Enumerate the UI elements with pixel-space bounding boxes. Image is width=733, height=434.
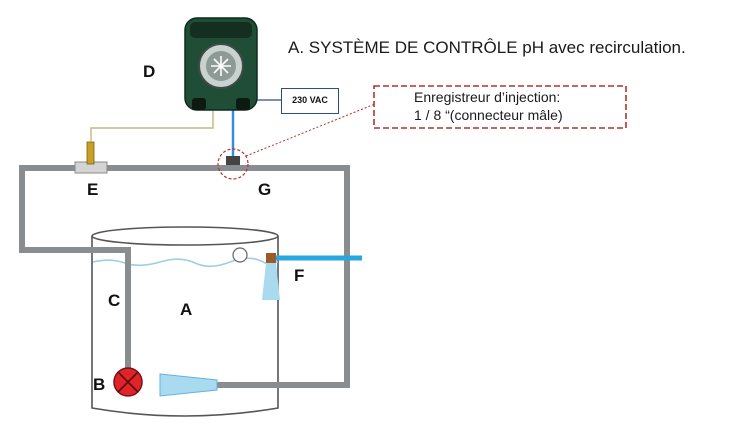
label-g: G [258, 180, 272, 199]
label-e: E [87, 180, 99, 199]
probe-cable [90, 108, 214, 142]
injection-label-line2: 1 / 8 “(connecteur mâle) [414, 107, 563, 123]
inlet-spray [262, 263, 280, 300]
label-b: B [93, 375, 106, 394]
return-nozzle-spray [159, 373, 218, 397]
injection-label-line1: Enregistreur d’injection: [414, 89, 561, 105]
level-float [232, 247, 248, 263]
voltage-label: 230 VAC [281, 88, 339, 114]
inlet-pipe [232, 247, 362, 300]
ph-probe-holder [74, 108, 214, 174]
label-d: D [143, 62, 156, 81]
label-c: C [108, 291, 121, 310]
injection-callout-box [373, 85, 627, 129]
injection-callout-circle [217, 148, 249, 180]
label-a: A [180, 300, 193, 319]
water-surface [92, 257, 279, 268]
diagram-title: A. SYSTÈME DE CONTRÔLE pH avec recircula… [288, 38, 686, 57]
injection-fitting [226, 156, 240, 165]
suction-valve [113, 367, 143, 397]
injection-leader [245, 103, 376, 157]
label-f: F [294, 266, 305, 285]
peristaltic-pump [184, 17, 258, 111]
recirculation-pipe [19, 165, 350, 388]
rotor-icon [211, 56, 231, 76]
